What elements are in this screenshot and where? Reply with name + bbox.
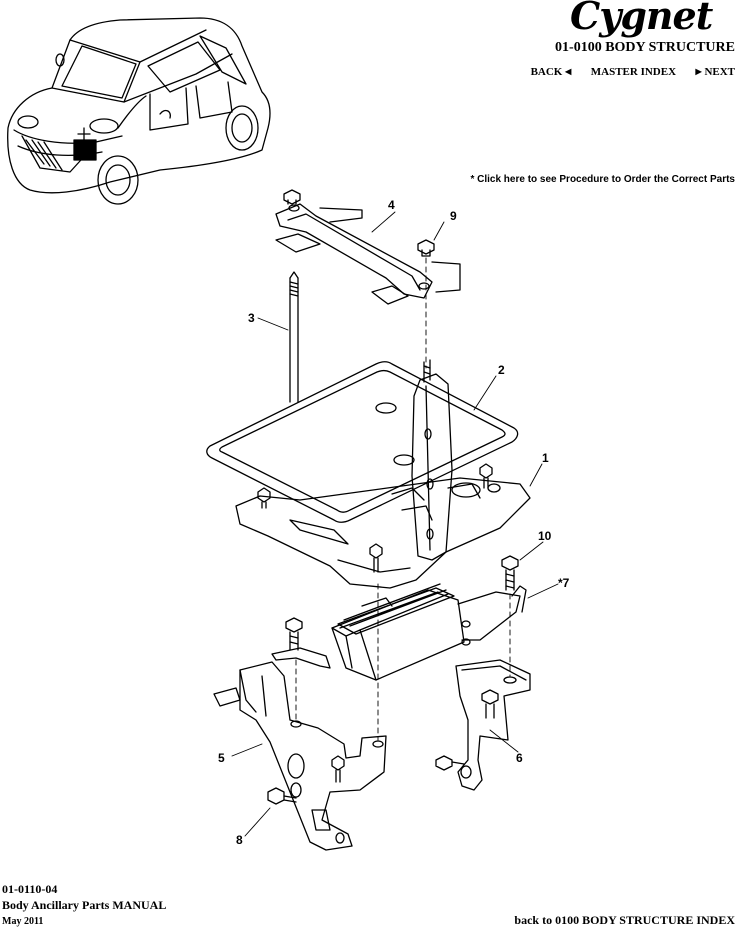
callout-1: 1 xyxy=(542,451,549,465)
callout-8: 8 xyxy=(236,833,243,847)
part-1-tray-base xyxy=(235,463,531,589)
callout-9: 9 xyxy=(450,209,457,223)
next-link[interactable]: ▶ NEXT xyxy=(696,66,735,78)
next-label: NEXT xyxy=(704,66,735,78)
callout-7: *7 xyxy=(558,576,570,590)
part-6-bracket xyxy=(435,659,531,791)
callout-2: 2 xyxy=(498,363,505,377)
control-module xyxy=(271,583,527,681)
manual-title: Body Ancillary Parts MANUAL xyxy=(2,898,167,912)
vertical-bracket xyxy=(411,359,453,561)
part-9-nut xyxy=(417,239,435,369)
part-4-clamp-bar xyxy=(275,189,461,305)
callout-10: 10 xyxy=(538,529,552,543)
part-8-bolt xyxy=(267,787,297,805)
back-to-index-link[interactable]: back to 0100 BODY STRUCTURE INDEX xyxy=(514,913,735,927)
part-3-rod xyxy=(289,271,299,403)
callout-5: 5 xyxy=(218,751,225,765)
triangle-left-icon: ◀ xyxy=(565,67,572,76)
triangle-right-icon: ▶ xyxy=(695,67,702,76)
part-5-bracket xyxy=(213,661,387,851)
brand-logo-text: Cygnet xyxy=(570,0,713,38)
section-title: 01-0100 BODY STRUCTURE xyxy=(555,40,735,55)
document-date: May 2011 xyxy=(2,916,44,927)
nav-bar: BACK ◀ MASTER INDEX ▶ NEXT xyxy=(531,66,735,78)
document-code: 01-0110-04 xyxy=(2,882,58,896)
back-label: BACK xyxy=(530,66,563,78)
procedure-link[interactable]: * Click here to see Procedure to Order t… xyxy=(470,174,735,185)
part-2-gasket xyxy=(206,361,519,523)
brand-logo: Cygnet xyxy=(570,0,735,40)
bracket-bolt xyxy=(285,583,379,741)
callout-6: 6 xyxy=(516,751,523,765)
back-link[interactable]: BACK ◀ xyxy=(531,66,572,78)
car-illustration xyxy=(7,17,271,205)
part-10-bolt xyxy=(501,555,519,677)
callout-3: 3 xyxy=(248,311,255,325)
master-index-link[interactable]: MASTER INDEX xyxy=(590,66,677,78)
callout-4: 4 xyxy=(388,198,395,212)
